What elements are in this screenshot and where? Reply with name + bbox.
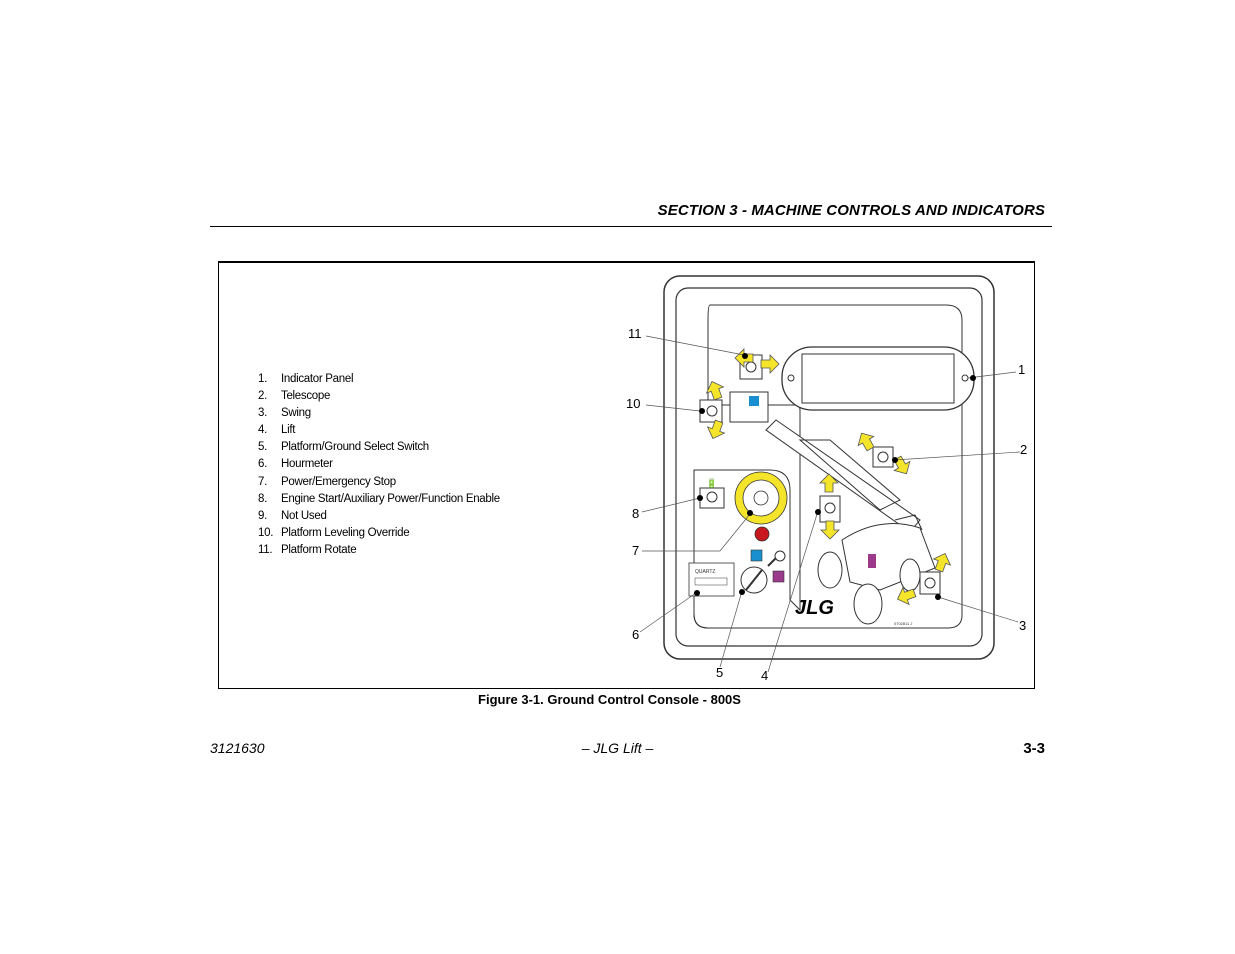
select-purple-indicator bbox=[772, 570, 785, 583]
callout-8: 8 bbox=[632, 506, 639, 521]
footer-center-text: – JLG Lift – bbox=[581, 740, 654, 756]
select-lamp-icon bbox=[774, 550, 786, 562]
legend-num: 9. bbox=[258, 509, 267, 522]
legend-item: 1. Indicator Panel bbox=[258, 371, 500, 388]
legend-label: Engine Start/Auxiliary Power/Function En… bbox=[281, 492, 500, 505]
indicator-panel-window bbox=[801, 353, 955, 404]
legend-num: 1. bbox=[258, 373, 267, 385]
console-lower-left-panel bbox=[693, 470, 790, 629]
callout-10: 10 bbox=[626, 396, 640, 411]
legend-item: 10. Platform Leveling Override bbox=[258, 525, 500, 542]
legend-num: 5. bbox=[258, 441, 267, 454]
legend-label: Platform Leveling Override bbox=[281, 526, 410, 539]
legend-num: 10. bbox=[258, 526, 274, 539]
legend-num: 6. bbox=[258, 458, 267, 471]
legend-label: Lift bbox=[281, 424, 296, 437]
callout-6: 6 bbox=[632, 627, 639, 642]
toggle-switch-telescope[interactable] bbox=[872, 446, 894, 468]
callout-7: 7 bbox=[632, 543, 639, 558]
legend-label: Indicator Panel bbox=[281, 373, 354, 385]
legend-item: 3. Swing bbox=[258, 405, 500, 422]
toggle-switch-lift[interactable] bbox=[819, 495, 841, 523]
legend-item: 5. Platform/Ground Select Switch bbox=[258, 439, 500, 456]
legend-item: 9. Not Used bbox=[258, 508, 500, 525]
emergency-stop-button[interactable] bbox=[734, 471, 788, 525]
jlg-logo: JLG bbox=[795, 597, 834, 619]
legend-num: 4. bbox=[258, 424, 267, 437]
figure-frame bbox=[218, 261, 1035, 689]
legend-item: 6. Hourmeter bbox=[258, 456, 500, 473]
legend-item: 7. Power/Emergency Stop bbox=[258, 474, 500, 491]
legend-num: 11. bbox=[258, 543, 273, 556]
toggle-switch-engine-start[interactable]: 🔋 bbox=[699, 477, 725, 509]
legend-num: 7. bbox=[258, 475, 267, 488]
callout-11: 11 bbox=[628, 326, 642, 341]
header-rule bbox=[210, 226, 1052, 227]
footer-doc-number: 3121630 bbox=[210, 740, 265, 756]
legend-list: 1. Indicator Panel 2. Telescope 3. Swing 4.… bbox=[258, 371, 500, 559]
legend-label: Not Used bbox=[281, 509, 327, 522]
select-blue-indicator bbox=[750, 549, 763, 562]
callout-2: 2 bbox=[1020, 442, 1027, 457]
legend-label: Telescope bbox=[281, 390, 331, 403]
legend-num: 8. bbox=[258, 492, 267, 505]
legend-item: 11. Platform Rotate bbox=[258, 542, 500, 559]
legend-num: 3. bbox=[258, 407, 267, 420]
legend-label: Hourmeter bbox=[281, 458, 333, 471]
part-number-small: 0702811 J bbox=[894, 621, 912, 626]
legend-label: Platform/Ground Select Switch bbox=[281, 441, 429, 454]
toggle-switch-swing[interactable] bbox=[919, 571, 941, 595]
legend-item: 2. Telescope bbox=[258, 388, 500, 405]
legend-label: Platform Rotate bbox=[281, 543, 357, 556]
legend-item: 8. Engine Start/Auxiliary Power/Function … bbox=[258, 491, 500, 508]
callout-3: 3 bbox=[1019, 618, 1026, 633]
platform-ground-select-switch[interactable] bbox=[740, 566, 768, 594]
callout-5: 5 bbox=[716, 665, 723, 680]
legend-item: 4. Lift bbox=[258, 422, 500, 439]
svg-text:🔋: 🔋 bbox=[706, 477, 717, 488]
hourmeter-label: QUARTZ bbox=[695, 569, 715, 575]
section-header-title: SECTION 3 - MACHINE CONTROLS AND INDICAT… bbox=[657, 202, 1045, 219]
machine-illustration bbox=[729, 391, 936, 625]
estop-red-indicator bbox=[754, 526, 770, 542]
indicator-screw-left bbox=[787, 374, 795, 382]
callout-dots bbox=[694, 353, 976, 600]
callout-leaders bbox=[639, 335, 1021, 673]
legend-label: Swing bbox=[281, 407, 311, 420]
legend-label: Power/Emergency Stop bbox=[281, 475, 396, 488]
console-face-panel bbox=[693, 304, 963, 629]
select-divider bbox=[767, 557, 777, 567]
figure-caption: Figure 3-1. Ground Control Console - 800… bbox=[478, 692, 741, 707]
callout-1: 1 bbox=[1018, 362, 1025, 377]
footer-page-number: 3-3 bbox=[1023, 740, 1045, 757]
legend-num: 2. bbox=[258, 390, 267, 403]
callout-4: 4 bbox=[761, 668, 768, 683]
